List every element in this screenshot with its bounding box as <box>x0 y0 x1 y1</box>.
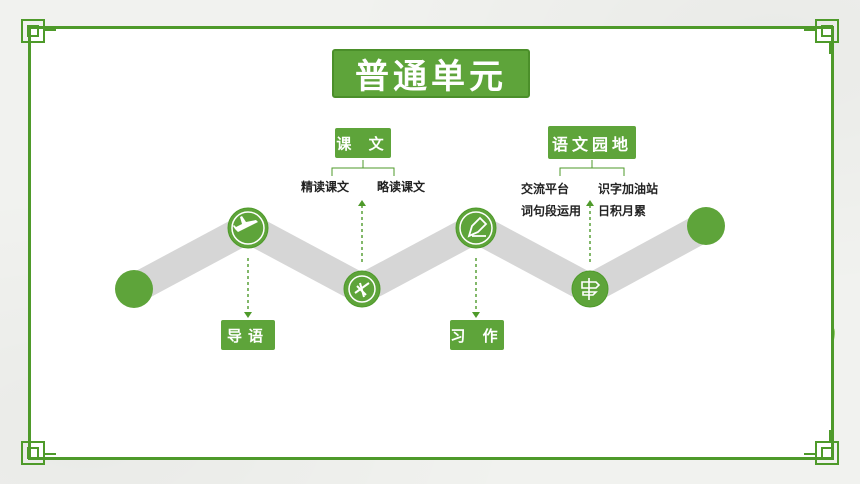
yuandi-item: 词句段运用 <box>521 204 582 218</box>
page-title: 普通单元 <box>332 49 530 98</box>
node-label-xizuo: 习 作 <box>450 320 504 350</box>
yuandi-item: 识字加油站 <box>598 182 659 196</box>
node-label-kewen: 课 文 <box>335 128 391 158</box>
kewen-item: 精读课文 <box>301 180 350 194</box>
corner-ornament-top-right-icon <box>804 19 839 54</box>
node-label-daoyu: 导语 <box>221 320 275 350</box>
yuandi-item: 日积月累 <box>598 204 647 218</box>
pen-nib-icon <box>467 216 488 238</box>
bracket-kewen <box>331 167 395 176</box>
node-start <box>115 270 153 308</box>
kewen-item: 略读课文 <box>377 180 426 194</box>
corner-ornament-bottom-left-icon <box>21 430 56 465</box>
node-leaf-badge <box>343 270 381 308</box>
arrowhead-up <box>586 200 594 206</box>
zigzag-track <box>119 211 721 304</box>
corner-ornament-top-left-icon <box>21 19 56 54</box>
airplane-icon <box>233 216 258 232</box>
node-signpost <box>571 270 609 308</box>
arrowhead-up <box>358 200 366 206</box>
signpost-icon <box>581 278 601 300</box>
arrowhead-down <box>244 312 252 318</box>
leaf-badge-icon <box>354 282 370 298</box>
node-airplane <box>227 207 269 249</box>
node-label-yuwenyuandi: 语文园地 <box>548 126 636 159</box>
yuandi-item: 交流平台 <box>521 182 570 196</box>
corner-ornament-bottom-right-icon <box>804 430 839 465</box>
node-end <box>687 207 725 245</box>
arrowhead-down <box>472 312 480 318</box>
node-pen <box>455 207 497 249</box>
bracket-yuandi <box>559 167 625 176</box>
